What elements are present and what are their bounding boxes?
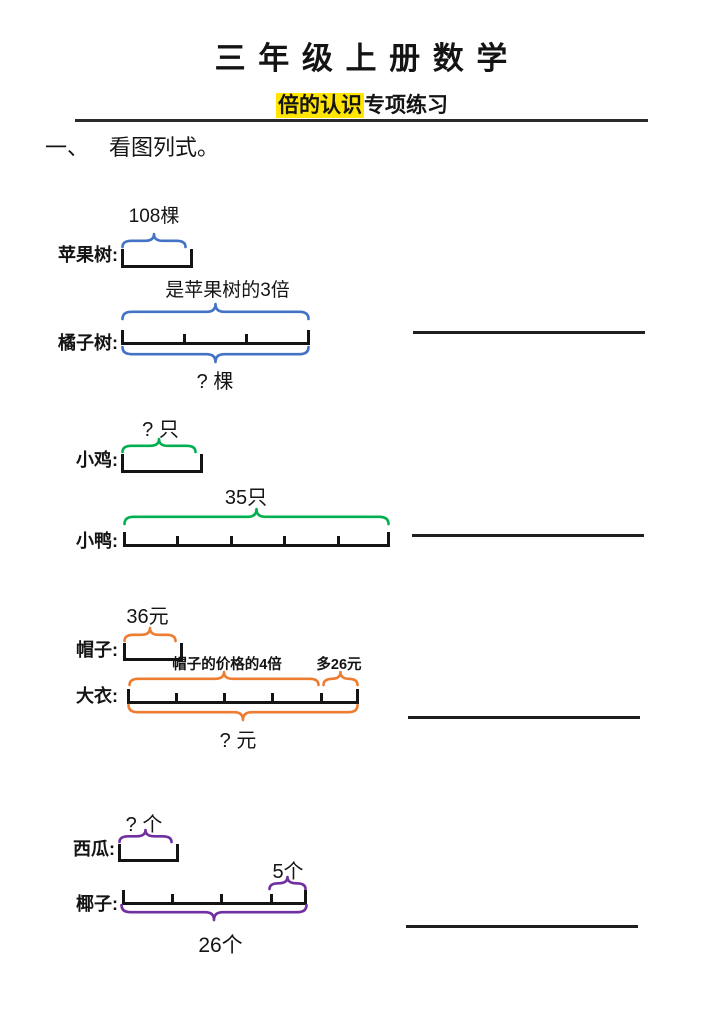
coconut-total-value: 26个 <box>198 934 243 957</box>
answer-line-1 <box>413 331 645 334</box>
chicks-label: 小鸡: <box>76 450 118 470</box>
hat-value: 36元 <box>126 606 169 628</box>
chicks-question: ? 只 <box>142 419 179 441</box>
coat-relation: 帽子的价格的4倍 <box>172 657 282 673</box>
answer-line-3 <box>408 716 640 719</box>
subtitle-rest: 专项练习 <box>364 94 448 117</box>
page-subtitle: 倍的认识专项练习 <box>0 89 724 119</box>
orange-trees-relation: 是苹果树的3倍 <box>165 280 290 301</box>
hat-brace <box>123 626 177 643</box>
coconut-extra-value: 5个 <box>272 861 304 883</box>
coat-multiple-brace <box>128 670 320 687</box>
hat-label: 帽子: <box>76 640 118 660</box>
coconut-total-brace <box>120 903 308 922</box>
coconut-label: 椰子: <box>76 894 118 914</box>
coconut-extra-brace <box>268 875 307 891</box>
section-instruction: 看图列式。 <box>109 135 220 160</box>
ducklings-label: 小鸭: <box>76 531 118 551</box>
ducklings-brace <box>123 507 390 526</box>
apple-trees-value: 108棵 <box>128 206 180 227</box>
header-divider <box>75 119 648 122</box>
hat-bar <box>123 643 183 661</box>
chicks-bar <box>121 454 203 473</box>
apple-trees-bar <box>121 249 193 268</box>
watermelon-question: ? 个 <box>125 814 163 836</box>
watermelon-bar <box>118 844 179 862</box>
orange-trees-bar <box>121 326 310 345</box>
chicks-brace <box>121 437 197 454</box>
coconut-bar <box>122 886 307 905</box>
answer-line-2 <box>412 534 644 537</box>
ducklings-bar <box>123 528 390 547</box>
apple-trees-label: 苹果树: <box>58 245 118 265</box>
orange-trees-top-brace <box>121 302 310 321</box>
coat-extra-value: 多26元 <box>316 657 362 673</box>
subtitle-highlight: 倍的认识 <box>276 93 364 118</box>
coat-label: 大衣: <box>76 686 118 706</box>
watermelon-label: 西瓜: <box>73 839 115 859</box>
coat-extra-brace <box>322 670 359 687</box>
coat-question: ? 元 <box>219 730 257 752</box>
coat-bar <box>127 685 359 704</box>
coat-total-brace <box>127 703 359 722</box>
section-number: 一、 <box>45 135 90 160</box>
page-title: 三 年 级 上 册 数 学 <box>214 41 510 76</box>
section-heading: 一、看图列式。 <box>45 130 239 162</box>
orange-trees-label: 橘子树: <box>58 333 118 353</box>
answer-line-4 <box>406 925 638 928</box>
ducklings-value: 35只 <box>224 487 268 509</box>
orange-trees-bottom-brace <box>121 345 310 364</box>
orange-trees-question: ? 棵 <box>196 371 234 393</box>
apple-trees-brace <box>121 232 187 249</box>
watermelon-brace <box>118 828 173 844</box>
